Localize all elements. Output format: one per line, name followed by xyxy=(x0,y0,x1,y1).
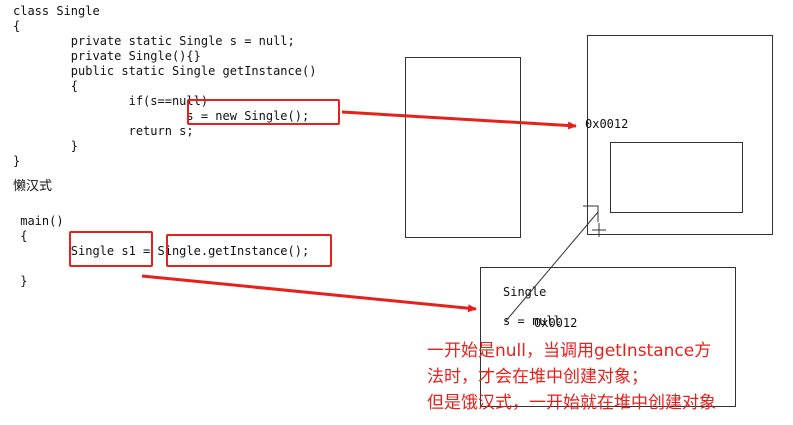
object-class-label: Single xyxy=(503,285,547,299)
heap-memory-box xyxy=(587,35,773,235)
reference-line xyxy=(504,211,599,323)
code-line: class Single xyxy=(13,4,100,18)
code-line: { xyxy=(13,79,79,93)
arrow-to-object-box xyxy=(141,274,477,313)
code-line: s = new Single(); xyxy=(13,109,310,123)
code-line: } xyxy=(13,274,28,288)
stack-memory-box xyxy=(405,57,521,238)
heap-address-label: 0x0012 xyxy=(585,117,629,131)
note-line: 但是饿汉式，一开始就在堆中创建对象 xyxy=(427,393,716,413)
highlight-assignment xyxy=(187,99,340,125)
code-line: private Single(){} xyxy=(13,49,201,63)
code-line: { xyxy=(13,229,28,243)
object-field-label: s = null xyxy=(503,314,561,328)
code-line: Single s1 = Single.getInstance(); xyxy=(13,244,310,258)
highlight-call xyxy=(166,234,332,267)
code-line: return s; xyxy=(13,124,194,138)
note-line: 一开始是null，当调用getInstance方 xyxy=(427,341,712,361)
code-line: public static Single getInstance() xyxy=(13,64,317,78)
code-line: } xyxy=(13,139,79,153)
annotation-note: 一开始是null，当调用getInstance方 法时，才会在堆中创建对象； 但… xyxy=(427,338,793,416)
object-field-value: 0x0012 xyxy=(534,316,578,330)
main-code-block: main() { Single s1 = Single.getInstance(… xyxy=(13,214,309,289)
object-box xyxy=(480,267,736,407)
code-line: { xyxy=(13,19,21,33)
code-line: private static Single s = null; xyxy=(13,34,295,48)
arrow-to-heap-address xyxy=(341,110,577,130)
note-line: 法时，才会在堆中创建对象； xyxy=(427,367,648,387)
section-label: 懒汉式 xyxy=(13,179,53,194)
code-line: main() xyxy=(13,214,64,228)
heap-inner-object xyxy=(610,142,743,213)
highlight-declaration xyxy=(69,231,153,267)
cursor-mark xyxy=(583,205,606,237)
code-line: } xyxy=(13,154,21,168)
